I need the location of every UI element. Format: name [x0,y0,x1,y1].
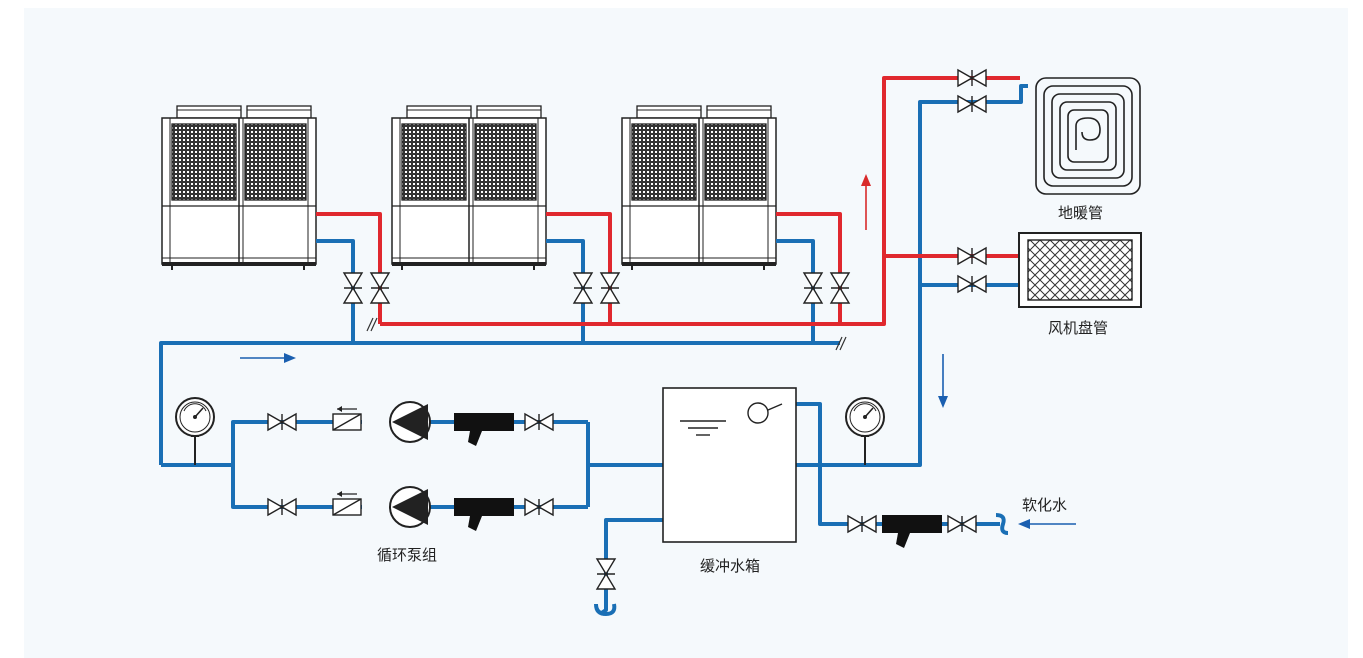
water-tank-icon [662,387,797,543]
gate-valve-icon [596,558,616,590]
load-valves [957,69,987,293]
flow-arrow-icon [240,353,296,363]
gate-valve-icon [370,272,390,304]
soft-water-inlet [847,513,1009,548]
y-filter-icon [454,498,514,531]
y-filter-icon [454,413,514,446]
label-floor-heating: 地暖管 [1058,204,1103,222]
gate-valve-icon [803,272,823,304]
drain-outlet [594,603,617,617]
gate-valve-icon [847,515,877,533]
gate-valve-icon [957,275,987,293]
pipe-break-marks [366,317,847,351]
gate-valve-icon [957,69,987,87]
heat-pump-unit-2 [391,105,547,271]
gate-valve-icon [524,413,554,431]
flow-arrow-icon [861,174,871,230]
flow-arrow-icon [938,354,948,408]
gate-valve-icon [600,272,620,304]
blue-pipes [159,84,1028,616]
heat-pump-unit-3 [621,105,777,271]
float-valve-icon [747,402,783,424]
fan-coil-icon [1018,232,1142,308]
y-filter-icon [882,515,942,548]
gate-valve-icon [947,515,977,533]
label-soft-water: 软化水 [1022,496,1067,514]
pressure-gauge-right [845,397,885,465]
label-buffer-tank: 缓冲水箱 [700,557,760,575]
label-fan-coil: 风机盘管 [1048,319,1108,337]
pressure-gauge-left [175,397,215,465]
floor-heating-coil-icon [1035,77,1141,195]
pump-icon [389,486,431,528]
gate-valve-icon [573,272,593,304]
gate-valve-icon [524,498,554,516]
pump-icon [389,401,431,443]
check-valve-icon [332,490,362,516]
gate-valve-icon [830,272,850,304]
label-pump-group: 循环泵组 [377,546,437,564]
gate-valve-icon [267,413,297,431]
flow-arrow-icon [1018,519,1076,529]
heat-pump-unit-1 [161,105,317,271]
gate-valve-icon [343,272,363,304]
gate-valve-icon [957,95,987,113]
gate-valve-icon [957,247,987,265]
unit-valves [343,272,850,304]
gate-valve-icon [267,498,297,516]
check-valve-icon [332,405,362,431]
